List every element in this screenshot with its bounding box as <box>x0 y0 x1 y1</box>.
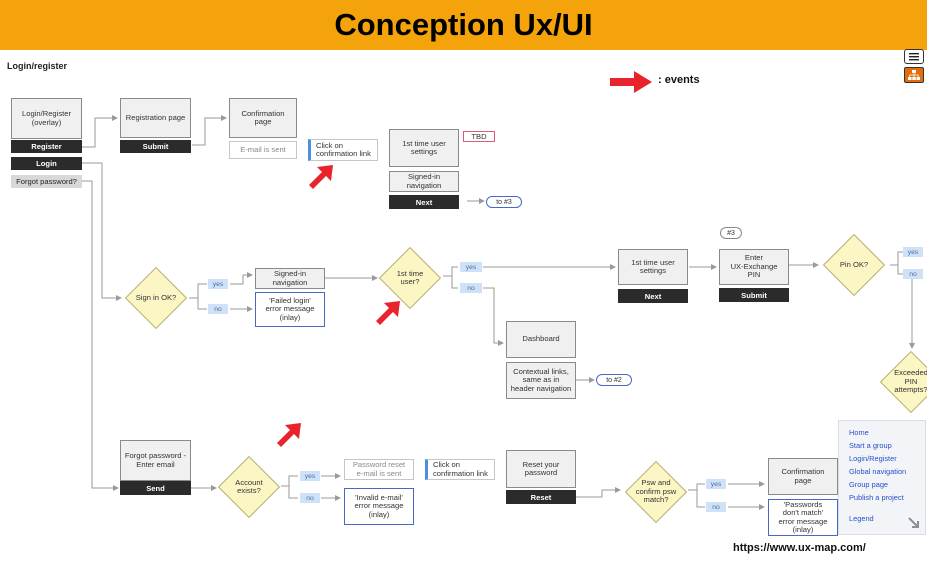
reset-password-page: Reset your password <box>506 450 576 488</box>
next-button[interactable]: Next <box>389 195 459 209</box>
email-sent-note: E-mail is sent <box>229 141 297 159</box>
no-tag: no <box>460 283 482 293</box>
to-2-connector[interactable]: to #2 <box>596 374 632 386</box>
events-legend-label: : events <box>658 74 700 86</box>
legend-link-home[interactable]: Home <box>849 428 869 437</box>
connector-lines <box>82 115 915 510</box>
legend-link-group-page[interactable]: Group page <box>849 480 889 489</box>
no-tag: no <box>300 493 320 503</box>
legend-label[interactable]: Legend <box>849 514 874 523</box>
sitemap-button[interactable] <box>904 67 924 83</box>
no-tag: no <box>903 269 923 279</box>
confirmation-page: Confirmation page <box>229 98 297 138</box>
resize-corner-icon[interactable] <box>907 516 921 530</box>
forgot-password-button[interactable]: Forgot password? <box>11 175 82 188</box>
forgot-password-page: Forgot password - Enter email <box>120 440 191 481</box>
first-time-user-decision: 1st time user? <box>378 246 442 310</box>
login-register-overlay: Login/Register (overlay) <box>11 98 82 139</box>
next-button[interactable]: Next <box>618 289 688 303</box>
failed-login-error: 'Failed login' error message (inlay) <box>255 292 325 327</box>
pin-ok-decision: Pin OK? <box>822 233 886 297</box>
contextual-links-box: Contextual links, same as in header navi… <box>506 362 576 399</box>
event-arrow-icon <box>277 423 301 447</box>
event-arrow-icon <box>309 165 333 189</box>
page-title: Conception Ux/UI <box>334 7 593 42</box>
source-url: https://www.ux-map.com/ <box>733 542 866 554</box>
account-exists-decision: Account exists? <box>217 455 281 519</box>
register-button[interactable]: Register <box>11 140 82 153</box>
click-confirmation-link-note: Click on confirmation link <box>425 459 495 480</box>
password-mismatch-error: 'Passwords don't match' error message (i… <box>768 499 838 536</box>
hamburger-icon <box>909 53 919 61</box>
tbd-badge: TBD <box>463 131 495 142</box>
submit-registration-button[interactable]: Submit <box>120 140 191 153</box>
yes-tag: yes <box>903 247 923 257</box>
enter-pin-page: Enter UX-Exchange PIN <box>719 249 789 285</box>
yes-tag: yes <box>706 479 726 489</box>
to-3-connector[interactable]: to #3 <box>486 196 522 208</box>
first-time-user-settings: 1st time user settings <box>618 249 688 285</box>
reset-button[interactable]: Reset <box>506 490 576 504</box>
password-reset-sent-note: Password reset e-mail is sent <box>344 459 414 480</box>
event-arrow-icon <box>610 71 652 93</box>
registration-page: Registration page <box>120 98 191 138</box>
yes-tag: yes <box>460 262 482 272</box>
submit-pin-button[interactable]: Submit <box>719 288 789 302</box>
sitemap-icon <box>908 70 920 80</box>
legend-link-start-group[interactable]: Start a group <box>849 441 892 450</box>
legend-link-publish-project[interactable]: Publish a project <box>849 493 904 502</box>
legend-link-global-navigation[interactable]: Global navigation <box>849 467 907 476</box>
login-button[interactable]: Login <box>11 157 82 170</box>
invalid-email-error: 'Invalid e-mail' error message (inlay) <box>344 488 414 525</box>
event-arrow-icon <box>376 301 400 325</box>
marker-3: #3 <box>720 227 742 239</box>
no-tag: no <box>706 502 726 512</box>
yes-tag: yes <box>208 279 228 289</box>
legend-link-login-register[interactable]: Login/Register <box>849 454 897 463</box>
section-title: Login/register <box>7 61 68 71</box>
yes-tag: yes <box>300 471 320 481</box>
dashboard-page: Dashboard <box>506 321 576 358</box>
navigation-legend-panel: Home Start a group Login/Register Global… <box>838 420 926 535</box>
signed-in-navigation: Signed-in navigation <box>255 268 325 289</box>
confirmation-page: Confirmation page <box>768 458 838 495</box>
menu-button[interactable] <box>904 49 924 64</box>
signed-in-navigation: Signed-in navigation <box>389 171 459 192</box>
sign-in-ok-decision: Sign in OK? <box>124 266 188 330</box>
first-time-user-settings: 1st time user settings <box>389 129 459 167</box>
no-tag: no <box>208 304 228 314</box>
click-confirmation-link-note: Click on confirmation link <box>308 139 378 161</box>
password-match-decision: Psw and confirm psw match? <box>624 460 688 524</box>
title-banner: Conception Ux/UI <box>0 0 927 50</box>
send-button[interactable]: Send <box>120 481 191 495</box>
exceeded-pin-decision: Exceeded PIN attempts? <box>879 350 927 414</box>
flow-diagram: Login/register : events Login/Register (… <box>0 49 927 564</box>
